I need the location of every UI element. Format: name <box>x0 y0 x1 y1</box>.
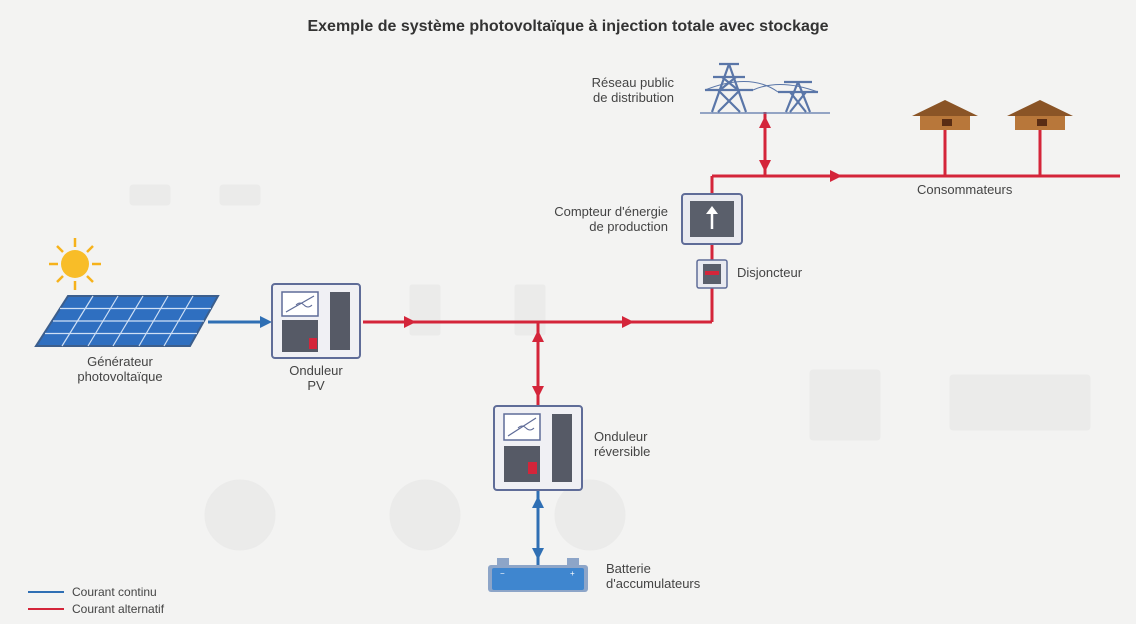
arrow-down <box>532 548 544 560</box>
meter-icon <box>681 193 743 245</box>
arrow-down <box>532 386 544 398</box>
legend-swatch-ac <box>28 607 64 610</box>
production-meter-label: Compteur d'énergie de production <box>554 204 668 234</box>
house-icon <box>912 100 978 130</box>
dc-flow-arrows <box>260 316 544 560</box>
arrow-right <box>404 316 416 328</box>
reversible-inverter-label: Onduleur réversible <box>594 429 651 459</box>
solar-panel-icon <box>34 295 220 347</box>
breaker-label: Disjoncteur <box>737 265 803 280</box>
arrow-right <box>622 316 634 328</box>
diagram-title: Exemple de système photovoltaïque à inje… <box>307 18 829 35</box>
arrow-up <box>759 116 771 128</box>
legend-label-ac: Courant alternatif <box>72 601 165 616</box>
arrow-down <box>759 160 771 172</box>
svg-text:+: + <box>570 569 575 578</box>
ac-flow-arrows <box>404 116 842 398</box>
faded-background-figure <box>129 184 1091 551</box>
house-icon <box>1007 100 1073 130</box>
legend-label-dc: Courant continu <box>72 584 157 599</box>
pylon-icon <box>700 62 830 114</box>
ac-wiring <box>363 112 1120 405</box>
arrow-up <box>532 330 544 342</box>
pv-inverter-icon <box>271 283 361 359</box>
arrow-right <box>830 170 842 182</box>
svg-text:−: − <box>500 569 505 578</box>
breaker-icon <box>696 259 728 289</box>
public-grid-label: Réseau public de distribution <box>591 75 674 105</box>
legend: Courant continu Courant alternatif <box>28 583 164 617</box>
battery-icon: − + <box>488 558 588 592</box>
arrow-up <box>532 496 544 508</box>
legend-swatch-dc <box>28 590 64 593</box>
sun-icon <box>49 238 101 290</box>
pv-inverter-label: Onduleur PV <box>289 363 343 393</box>
pv-generator-label: Générateur photovoltaïque <box>77 354 163 384</box>
legend-item-ac: Courant alternatif <box>28 600 164 617</box>
consumers-label: Consommateurs <box>917 182 1013 197</box>
arrow-right <box>260 316 272 328</box>
reversible-inverter-icon <box>493 405 583 491</box>
battery-label: Batterie d'accumulateurs <box>606 561 701 591</box>
legend-item-dc: Courant continu <box>28 583 164 600</box>
